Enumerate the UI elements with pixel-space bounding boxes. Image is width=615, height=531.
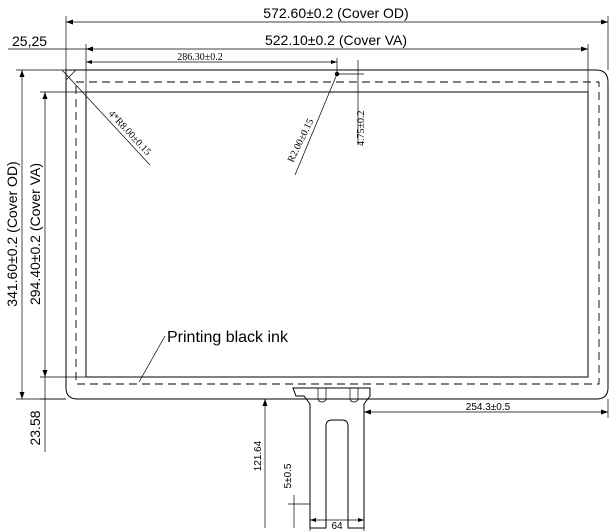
cover-va-height-arrow-bottom (42, 370, 48, 377)
cover-od-arrow-right (601, 19, 608, 25)
cover-od-height-arrow-top (19, 70, 25, 77)
fpc-position-arrow-left (364, 409, 371, 415)
corner-leader-line (61, 69, 151, 166)
corner-chamfer (65, 69, 77, 81)
printing-area-boundary (75, 81, 600, 385)
cover-va-height-label: 294.40±0.2 (Cover VA) (27, 163, 43, 305)
radius-leader-line (294, 73, 338, 176)
hole-position-arrow-left (86, 60, 92, 64)
cover-va-outline (85, 91, 589, 378)
printing-ink-label: Printing black ink (167, 329, 289, 346)
left-offset-label: 25,25 (12, 33, 47, 49)
cover-od-height-arrow-bottom (19, 392, 25, 399)
printing-ink-leader (138, 335, 166, 383)
bottom-offset-label: 23.58 (27, 410, 43, 445)
fpc-length-label: 121.64 (253, 440, 264, 471)
hole-offset-label: 4.75±0.2 (356, 111, 367, 147)
cover-va-arrow-right (581, 46, 588, 52)
fpc-width-label: 64 (331, 521, 343, 531)
fpc-stiffener-left (317, 388, 327, 403)
hole-spec-label: 4*R8.00±0.15 (106, 109, 153, 158)
fpc-stiffener-right (349, 388, 359, 403)
hole-position-arrow-right (331, 60, 337, 64)
cover-va-arrow-left (86, 46, 93, 52)
cover-od-width-label: 572.60±0.2 (Cover OD) (263, 5, 408, 21)
fpc-length-arrow-top (262, 399, 268, 406)
cover-va-width-label: 522.10±0.2 (Cover VA) (265, 32, 407, 48)
fpc-tail-outline (292, 387, 371, 529)
fpc-position-arrow-right (601, 409, 608, 415)
cover-od-height-label: 341.60±0.2 (Cover OD) (4, 161, 20, 306)
hole-position-label: 286.30±0.2 (177, 52, 223, 63)
fpc-slot-label: 5±0.5 (283, 463, 294, 488)
cover-od-outline (65, 69, 609, 400)
cover-od-arrow-left (66, 19, 73, 25)
cover-va-height-arrow-top (42, 92, 48, 99)
fpc-position-label: 254.3±0.5 (466, 402, 511, 413)
fpc-width-arrow-right (358, 518, 364, 522)
fpc-width-arrow-left (310, 518, 316, 522)
corner-radius-label: R2.00±0.15 (286, 117, 317, 164)
